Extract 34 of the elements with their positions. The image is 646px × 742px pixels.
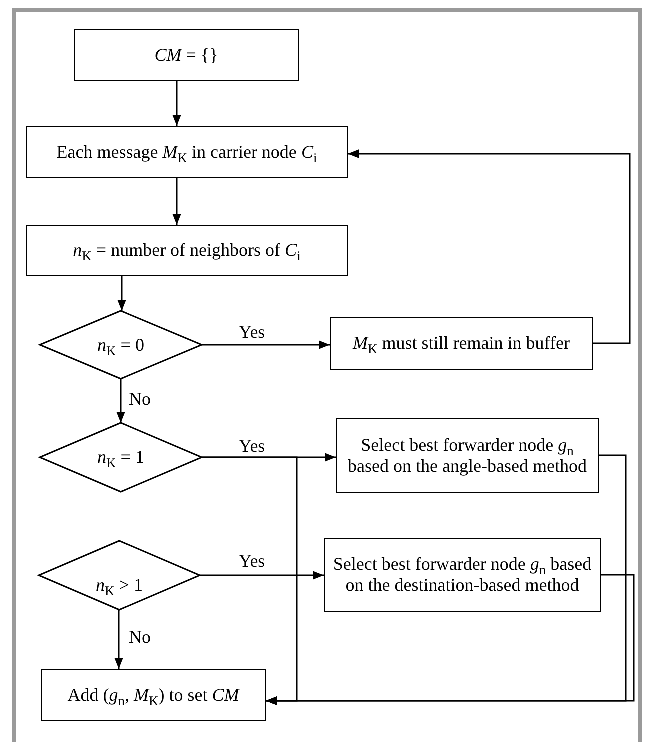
step-text: n$_{K}$ = number of neighbors of C$_{i}$ <box>73 240 301 261</box>
edge-label: Yes <box>238 552 266 570</box>
step-text: M$_{K}$ must still remain in buffer <box>353 333 570 354</box>
arrow <box>118 276 126 311</box>
edge-label: No <box>128 390 152 408</box>
decision-diamond <box>40 423 202 492</box>
decision-diamond <box>39 541 200 610</box>
process-box <box>26 225 348 276</box>
arrow <box>348 150 631 344</box>
step-text: Select best forwarder node g$_{n}$ based on the destination-based method <box>332 554 593 596</box>
condition-text: n$_{K}$ > 1 <box>96 575 143 596</box>
process-box <box>41 669 266 721</box>
process-box <box>26 126 348 178</box>
step-text: Select best forwarder node g$_{n}$ based on the angle-based method <box>347 434 588 476</box>
arrow <box>116 379 126 423</box>
edge-label: No <box>128 628 152 646</box>
step-text: CM = {} <box>154 44 218 66</box>
process-box <box>74 29 299 81</box>
arrow <box>266 574 635 706</box>
step-text: Add (g$_{n}$, M$_{K}$) to set CM <box>68 684 240 706</box>
condition-text: n$_{K}$ = 0 <box>98 334 144 356</box>
edge-label: Yes <box>238 437 266 455</box>
edge-label: Yes <box>238 323 266 341</box>
arrow <box>114 610 124 669</box>
arrow <box>172 81 182 126</box>
condition-text: n$_{K}$ = 1 <box>98 447 144 468</box>
arrow <box>202 340 330 350</box>
step-text: Each message M$_{K}$ in carrier node C$_{i}$ <box>56 142 318 162</box>
arrow <box>200 571 324 580</box>
process-box <box>324 538 601 612</box>
process-box <box>330 317 593 370</box>
decision-diamond <box>40 311 202 379</box>
arrow <box>172 178 182 225</box>
process-box <box>336 418 599 493</box>
